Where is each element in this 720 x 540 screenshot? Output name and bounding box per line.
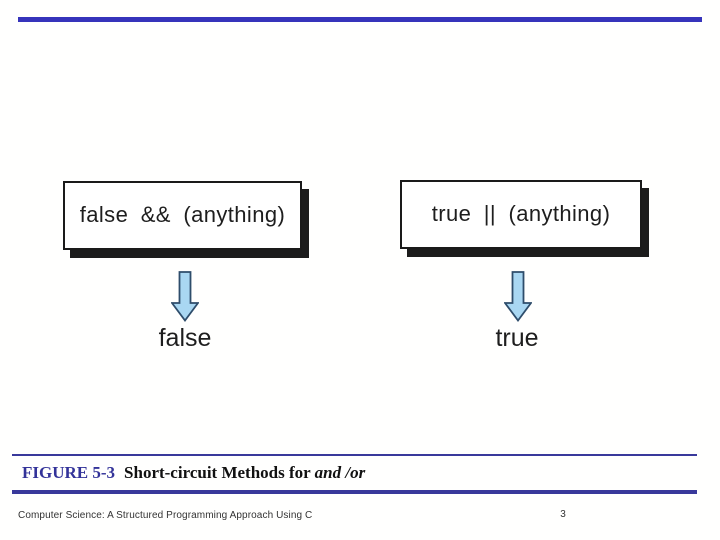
or-result-label: true xyxy=(495,324,539,352)
top-accent-bar xyxy=(18,17,702,22)
or-expression-box: true || (anything) xyxy=(400,180,642,249)
figure-caption-ref: FIGURE 5-3 xyxy=(22,463,116,482)
page-number: 3 xyxy=(560,509,566,520)
footer-book-title: Computer Science: A Structured Programmi… xyxy=(18,510,313,521)
caption-rule-top xyxy=(12,454,697,456)
down-arrow-shape xyxy=(504,271,532,322)
and-expression-box: false && (anything) xyxy=(63,181,302,250)
caption-rule-bottom xyxy=(12,490,697,494)
figure-caption: FIGURE 5-3 Short-circuit Methods for and … xyxy=(22,463,365,483)
down-arrow-icon xyxy=(504,271,532,322)
down-arrow-shape xyxy=(171,271,199,322)
figure-caption-title-italic: and /or xyxy=(314,463,366,482)
figure-caption-title: Short-circuit Methods for xyxy=(124,463,315,482)
down-arrow-icon xyxy=(171,271,199,322)
and-result-label: false xyxy=(158,324,212,352)
